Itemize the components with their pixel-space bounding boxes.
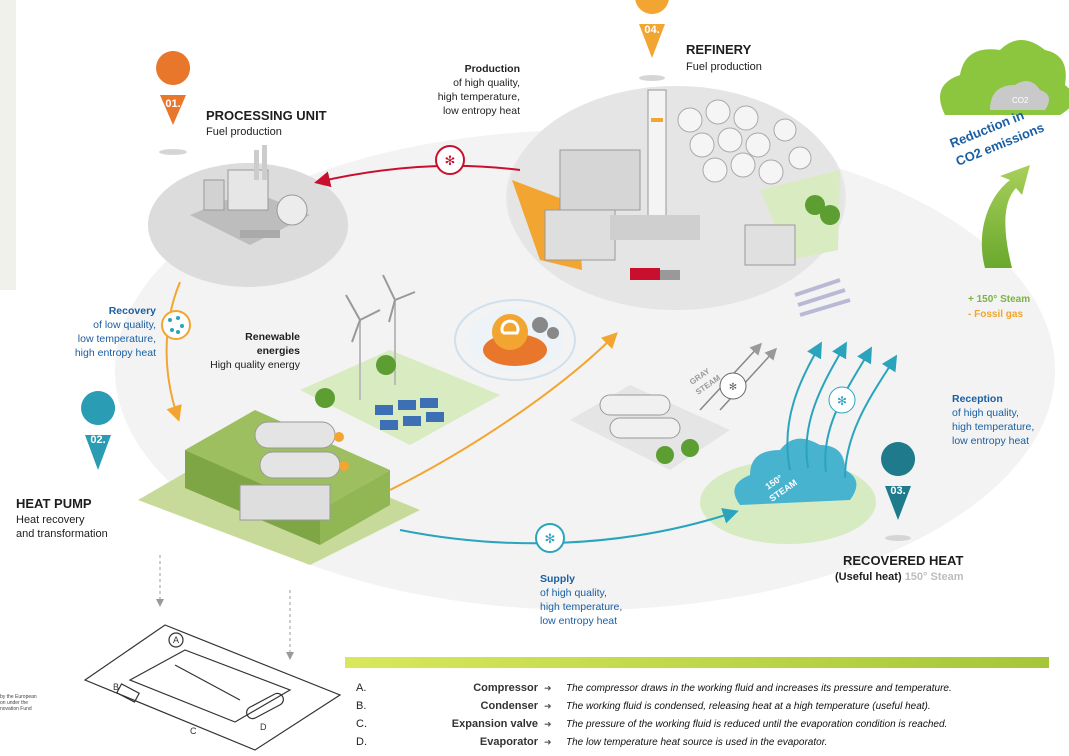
renewables-illustration — [300, 274, 500, 445]
processing-unit-illustration — [148, 145, 348, 287]
supply-line-2: high temperature, — [540, 601, 623, 613]
heat-pump-subtitle-2: and transformation — [16, 528, 108, 540]
refinery-title: REFINERY — [686, 42, 752, 57]
recovery-icon — [161, 310, 191, 340]
production-arrow — [314, 164, 521, 188]
legend-name-b: Condenser — [480, 700, 538, 712]
supply-icon — [535, 523, 565, 553]
production-line-3: low entropy heat — [442, 105, 520, 117]
legend-desc-a: The compressor draws in the working flui… — [566, 683, 952, 694]
processing-unit-title: PROCESSING UNIT — [206, 108, 327, 123]
svg-text:✻: ✻ — [729, 382, 737, 393]
heat-pump-subtitle-1: Heat recovery — [16, 514, 85, 526]
renewable-label: Renewable energies High quality energy — [180, 330, 300, 372]
svg-text:CO2: CO2 — [1012, 96, 1029, 105]
legend-arrow-icon: ➜ — [544, 719, 552, 729]
reception-label: Reception of high quality, high temperat… — [952, 392, 1062, 448]
pin-03: 03. — [881, 442, 916, 541]
legend-desc-c: The pressure of the working fluid is red… — [566, 719, 948, 730]
gray-steam-illustration: ✻ — [570, 342, 778, 470]
production-icon — [435, 145, 465, 175]
legend-desc-b: The working fluid is condensed, releasin… — [566, 701, 931, 712]
svg-text:✻: ✻ — [545, 531, 556, 546]
reception-line-2: high temperature, — [952, 421, 1035, 433]
recovered-heat-suffix: 150° Steam — [904, 571, 964, 583]
heat-pump-illustration — [138, 410, 420, 565]
recovery-line-3: high entropy heat — [74, 347, 156, 359]
recovered-heat-title: RECOVERED HEAT — [843, 553, 964, 568]
recovery-head: Recovery — [108, 305, 156, 317]
emissions-minus: - Fossil gas — [968, 309, 1024, 320]
supply-line-1: of high quality, — [540, 587, 607, 599]
legend-name-d: Evaporator — [479, 736, 538, 748]
recovery-line-1: of low quality, — [93, 319, 156, 331]
supply-label: Supply of high quality, high temperature… — [540, 572, 660, 628]
funding-note-line-2: on under the — [0, 700, 29, 706]
production-line-2: high temperature, — [437, 91, 520, 103]
legend-desc-d: The low temperature heat source is used … — [566, 737, 828, 748]
refinery-illustration — [506, 86, 846, 310]
circuit-label-b: B — [113, 682, 119, 692]
emissions-cloud: CO2 — [940, 40, 1069, 115]
pin-01: 01. — [156, 51, 191, 155]
funding-note-line-1: by the European — [0, 694, 37, 700]
funding-note-line-3: novation Fund — [0, 706, 32, 712]
reception-icon — [828, 386, 856, 414]
svg-text:02.: 02. — [90, 434, 105, 446]
legend-arrow-icon: ➜ — [544, 683, 552, 693]
legend-letter-c: C. — [356, 718, 367, 730]
pin-04: 04. — [635, 0, 669, 81]
legend-letter-a: A. — [356, 682, 367, 694]
emissions-plus: + 150° Steam — [968, 294, 1031, 305]
recovery-line-2: low temperature, — [77, 333, 156, 345]
legend-name-c: Expansion valve — [451, 718, 538, 730]
renewable-line-1: Renewable — [245, 331, 300, 343]
circuit-label-a: A — [173, 635, 179, 645]
legend-name-a: Compressor — [473, 682, 538, 694]
svg-text:✻: ✻ — [837, 394, 847, 408]
heat-pump-circuit — [83, 624, 342, 751]
pin-02: 02. — [81, 391, 116, 470]
supply-line-3: low entropy heat — [540, 615, 618, 627]
production-head: Production — [464, 63, 520, 75]
reception-line-1: of high quality, — [952, 407, 1019, 419]
supply-to-refinery-arrow — [389, 332, 618, 491]
legend-bar — [345, 657, 1049, 668]
recovery-label: Recovery of low quality, low temperature… — [36, 304, 156, 360]
recovered-heat-prefix: (Useful heat) — [835, 571, 902, 583]
legend-letter-b: B. — [356, 700, 367, 712]
refinery-pipes — [794, 278, 851, 317]
supply-head: Supply — [540, 573, 576, 585]
svg-text:✻: ✻ — [445, 153, 456, 168]
svg-text:03.: 03. — [890, 485, 905, 497]
production-line-1: of high quality, — [453, 77, 520, 89]
funding-note: by the European on under the novation Fu… — [0, 694, 37, 712]
refinery-subtitle: Fuel production — [686, 61, 762, 73]
legend-arrow-icon: ➜ — [544, 737, 552, 747]
svg-text:01.: 01. — [165, 98, 180, 110]
legend-letter-d: D. — [356, 736, 367, 748]
center-logo — [454, 299, 576, 381]
svg-text:04.: 04. — [644, 24, 659, 36]
reception-line-3: low entropy heat — [952, 435, 1030, 447]
circuit-label-c: C — [190, 726, 197, 736]
reception-head: Reception — [952, 393, 1003, 405]
renewable-line-3: High quality energy — [210, 359, 300, 371]
recovered-heat-subtitle: (Useful heat) 150° Steam — [835, 570, 964, 584]
production-label: Production of high quality, high tempera… — [400, 62, 520, 118]
heat-pump-title: HEAT PUMP — [16, 496, 92, 511]
renewable-line-2: energies — [256, 345, 300, 357]
circuit-label-d: D — [260, 722, 267, 732]
recovery-arrow — [165, 281, 182, 422]
emissions-arrow — [981, 165, 1030, 268]
processing-unit-subtitle: Fuel production — [206, 126, 282, 138]
left-edge-strip — [0, 0, 16, 290]
legend-arrow-icon: ➜ — [544, 701, 552, 711]
